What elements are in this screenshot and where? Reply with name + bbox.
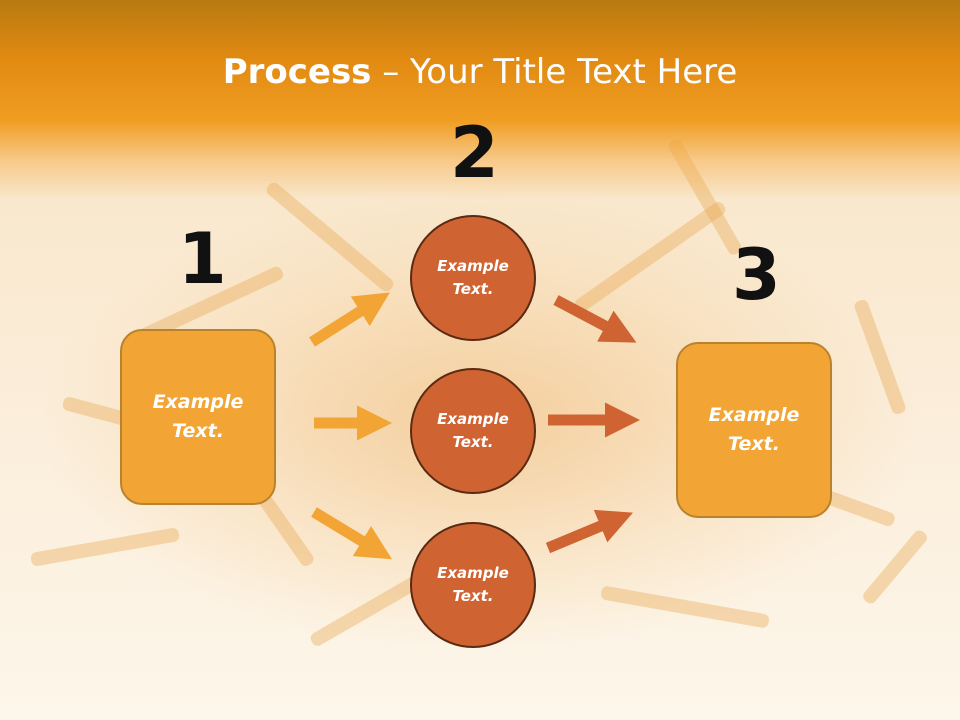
- step-2-circle-bottom: Example Text.: [410, 522, 536, 648]
- step-2-circle-top: Example Text.: [410, 215, 536, 341]
- step-2-circle-middle: Example Text.: [410, 368, 536, 494]
- arrow-bottom-to-3: [545, 509, 633, 554]
- step-1-number: 1: [178, 218, 227, 300]
- step-2-bottom-text: Example Text.: [437, 564, 509, 605]
- arrow-1-to-top: [309, 292, 390, 347]
- title-bold: Process: [222, 52, 372, 92]
- header-band: [0, 0, 960, 200]
- arrow-top-to-3: [553, 295, 637, 343]
- title-rest: – Your Title Text Here: [371, 52, 738, 92]
- step-3-text: Example Text.: [708, 404, 800, 455]
- slide-title: Process – Your Title Text Here: [0, 52, 960, 92]
- arrow-1-to-bottom: [311, 507, 393, 560]
- step-2-middle-text: Example Text.: [437, 410, 509, 451]
- step-1-box: Example Text.: [120, 329, 276, 505]
- step-2-number: 2: [450, 112, 499, 194]
- step-3-box: Example Text.: [676, 342, 832, 518]
- step-1-text: Example Text.: [152, 391, 244, 442]
- step-3-number: 3: [732, 234, 781, 316]
- step-2-top-text: Example Text.: [437, 257, 509, 298]
